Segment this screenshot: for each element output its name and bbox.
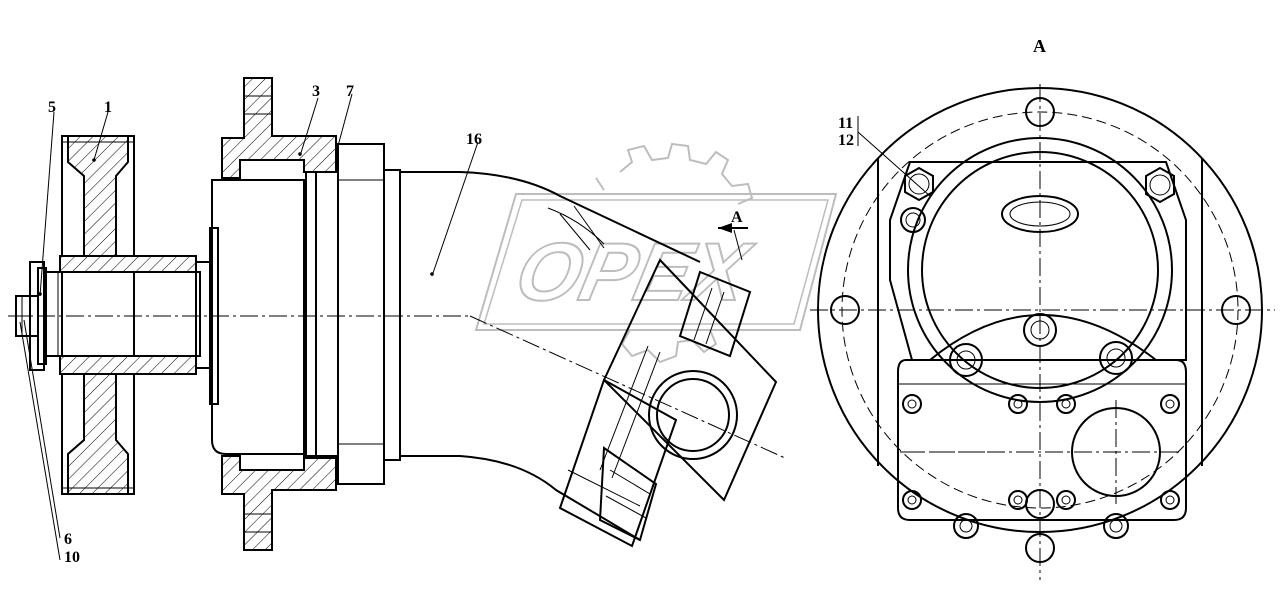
- motor-body-part-16: [400, 171, 778, 548]
- gear-icon: [595, 142, 754, 364]
- view-label-a: A: [1033, 36, 1046, 56]
- cover-fasteners: [902, 313, 1180, 539]
- watermark-frame: [474, 193, 838, 331]
- callout-11: 11: [838, 115, 853, 132]
- flange-hole: [1025, 533, 1055, 563]
- callout-6: 6: [64, 531, 72, 548]
- watermark-frame-inner: [482, 199, 829, 325]
- watermark: OPEX: [474, 142, 838, 364]
- flange-housing-part-3: [211, 77, 339, 551]
- callout-10: 10: [64, 549, 80, 566]
- flange-hole: [830, 295, 860, 325]
- callout-16: 16: [466, 131, 482, 148]
- section-marker-a: A: [731, 209, 743, 226]
- callout-1: 1: [104, 99, 112, 116]
- gear-part-1: [61, 135, 135, 495]
- hex-bolt: [904, 166, 934, 202]
- flange-hole: [1221, 295, 1251, 325]
- callout-12: 12: [838, 132, 854, 149]
- centerline-main: [8, 315, 786, 459]
- hex-bolt: [1145, 166, 1175, 204]
- shaft: [43, 227, 219, 405]
- watermark-text: OPEX: [508, 226, 760, 318]
- cover-plate-part-7: [337, 143, 401, 485]
- bolt-washer: [900, 207, 926, 233]
- callout-7: 7: [346, 83, 354, 100]
- leader-lines: [19, 93, 931, 561]
- callout-5: 5: [48, 99, 56, 116]
- flange-hole: [1025, 97, 1055, 127]
- callout-3: 3: [312, 83, 320, 100]
- view-a: [810, 84, 1275, 580]
